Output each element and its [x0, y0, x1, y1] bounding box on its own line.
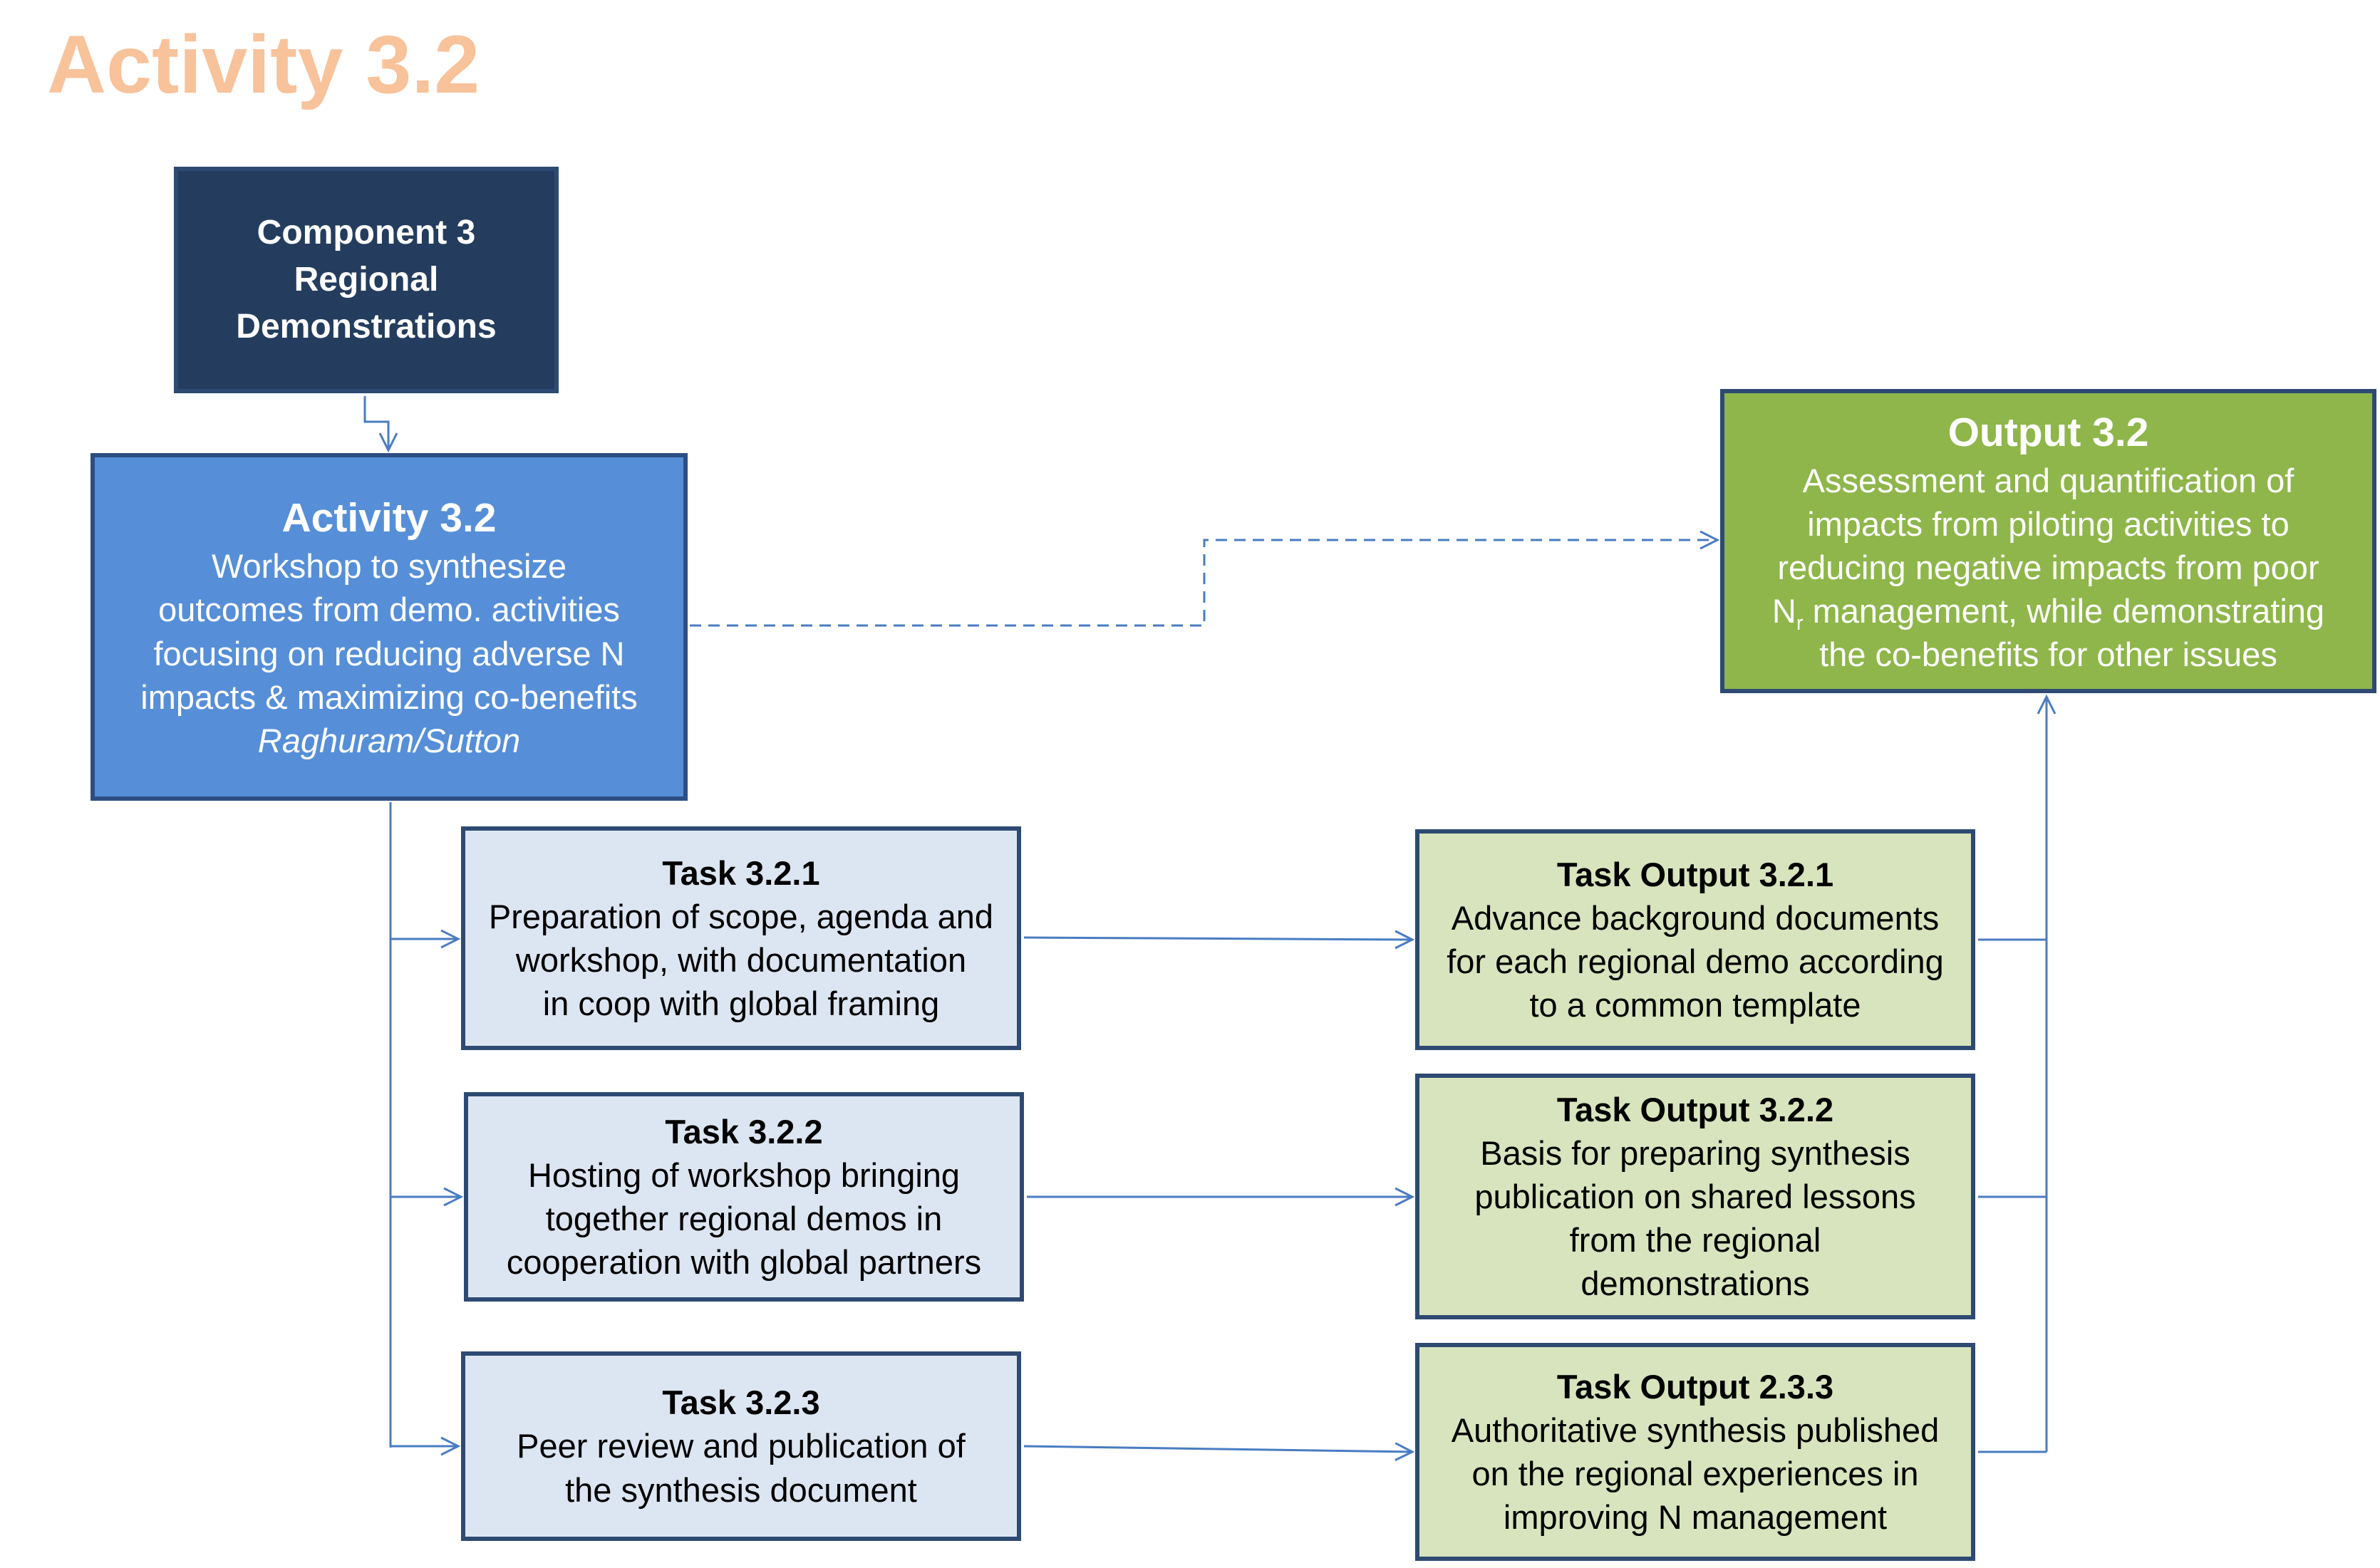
- connector-task-1-to-output-1: [1023, 930, 1415, 950]
- component-3-box: Component 3 Regional Demonstrations: [174, 167, 559, 393]
- task-3-2-3-box: Task 3.2.3 Peer review and publication o…: [461, 1351, 1021, 1541]
- task-output-3-2-1-box: Task Output 3.2.1 Advance background doc…: [1415, 829, 1975, 1050]
- connector-task-3-to-output-3: [1023, 1442, 1415, 1461]
- task-3-2-1-box: Task 3.2.1 Preparation of scope, agenda …: [461, 826, 1021, 1050]
- task-description: Peer review and publication of the synth…: [517, 1427, 966, 1509]
- task-description: Hosting of workshop bringing together re…: [506, 1156, 982, 1282]
- task-output-3-2-2-box: Task Output 3.2.2 Basis for preparing sy…: [1415, 1074, 1975, 1319]
- task-output-title: Task Output 3.2.2: [1556, 1090, 1834, 1128]
- task-output-title: Task Output 2.3.3: [1556, 1367, 1834, 1406]
- task-output-description: Advance background documents for each re…: [1447, 898, 1944, 1024]
- activity-3-2-box: Activity 3.2 Workshop to synthesize outc…: [90, 453, 688, 801]
- task-output-2-3-3-box: Task Output 2.3.3 Authoritative synthesi…: [1415, 1343, 1975, 1561]
- output-description-part-1: Assessment and quantification of impacts…: [1771, 461, 2319, 630]
- output-description: Assessment and quantification of impacts…: [1772, 459, 2324, 676]
- task-title: Task 3.2.1: [662, 853, 820, 892]
- task-output-description: Basis for preparing synthesis publicatio…: [1474, 1133, 1916, 1303]
- task-output-title: Task Output 3.2.1: [1556, 855, 1834, 893]
- task-output-description: Authoritative synthesis published on the…: [1451, 1411, 1940, 1537]
- task-title: Task 3.2.3: [662, 1383, 820, 1422]
- activity-authors: Raghuram/Sutton: [257, 721, 521, 759]
- connector-component-to-activity: [363, 396, 398, 453]
- output-title: Output 3.2: [1947, 409, 2149, 455]
- component-title: Component 3 Regional Demonstrations: [236, 213, 497, 346]
- page-title: Activity 3.2: [47, 19, 480, 110]
- task-3-2-2-box: Task 3.2.2 Hosting of workshop bringing …: [464, 1092, 1024, 1302]
- task-description: Preparation of scope, agenda and worksho…: [488, 897, 994, 1023]
- connector-activity-to-output-dashed: [690, 530, 1720, 627]
- task-title: Task 3.2.2: [665, 1112, 823, 1151]
- output-3-2-box: Output 3.2 Assessment and quantification…: [1720, 389, 2376, 693]
- output-subscript: r: [1796, 612, 1804, 635]
- activity-title: Activity 3.2: [281, 495, 497, 541]
- activity-description: Workshop to synthesize outcomes from dem…: [140, 547, 638, 716]
- output-description-part-2: management, while demonstrating the co-b…: [1812, 592, 2325, 674]
